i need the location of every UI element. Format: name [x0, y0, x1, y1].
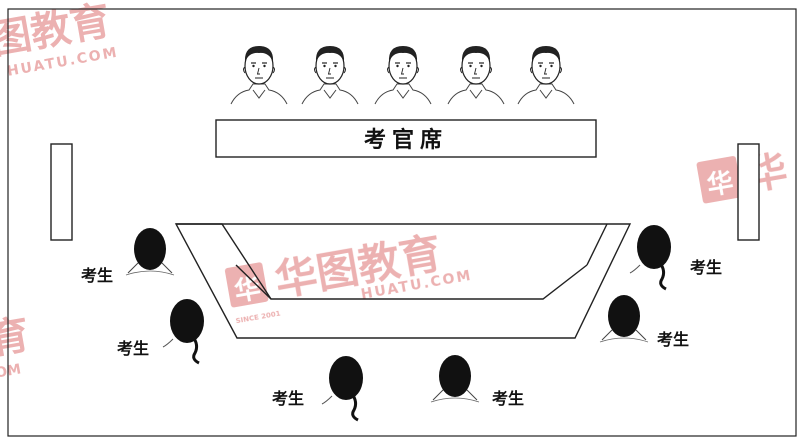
examinee-label-bottom-2: 考生: [492, 389, 524, 408]
examinee-figure-bottom-1: [320, 354, 365, 422]
watermark-top-left: 图教育 HUATU.COM: [0, 0, 120, 80]
watermark-brand-cn: 华图教育: [271, 228, 445, 305]
watermark-since: SINCE 2001: [235, 309, 281, 325]
examinee-figure-left-1: [125, 227, 175, 276]
examiner-table-label: 考官席: [364, 127, 448, 153]
examinee-label-left-2: 考生: [117, 339, 149, 358]
svg-text:育: 育: [0, 312, 33, 364]
svg-text:华: 华: [705, 167, 736, 202]
examiner-figure-1: [230, 45, 288, 105]
examiner-figure-5: [517, 45, 575, 105]
examinee-label-bottom-1: 考生: [272, 389, 304, 408]
examiner-table: [215, 119, 597, 158]
examinee-label-right-1: 考生: [690, 258, 722, 277]
u-shaped-desk: [174, 223, 632, 339]
examinee-figure-left-2: [161, 297, 206, 365]
left-side-table: [50, 143, 73, 241]
examiner-figure-4: [447, 45, 505, 105]
examiner-row: [230, 45, 575, 105]
examinee-figure-bottom-2: [430, 354, 480, 403]
examiner-figure-2: [301, 45, 359, 105]
examinee-group: 考生 考生 考生 考生 考生 考生: [81, 223, 722, 422]
examinee-label-right-2: 考生: [657, 330, 689, 349]
room-border: [7, 8, 797, 437]
examinee-label-left-1: 考生: [81, 266, 113, 285]
examinee-figure-right-2: [599, 294, 649, 343]
examiner-figure-3: [374, 45, 432, 105]
right-side-table: [737, 143, 760, 241]
examinee-figure-right-1: [628, 223, 673, 291]
svg-text:华: 华: [232, 273, 263, 308]
watermark-center: 华 华图教育 HUATU.COM SINCE 2001: [224, 228, 474, 325]
svg-text:OM: OM: [0, 361, 22, 381]
watermark-left-bottom: 育 OM: [0, 312, 33, 382]
